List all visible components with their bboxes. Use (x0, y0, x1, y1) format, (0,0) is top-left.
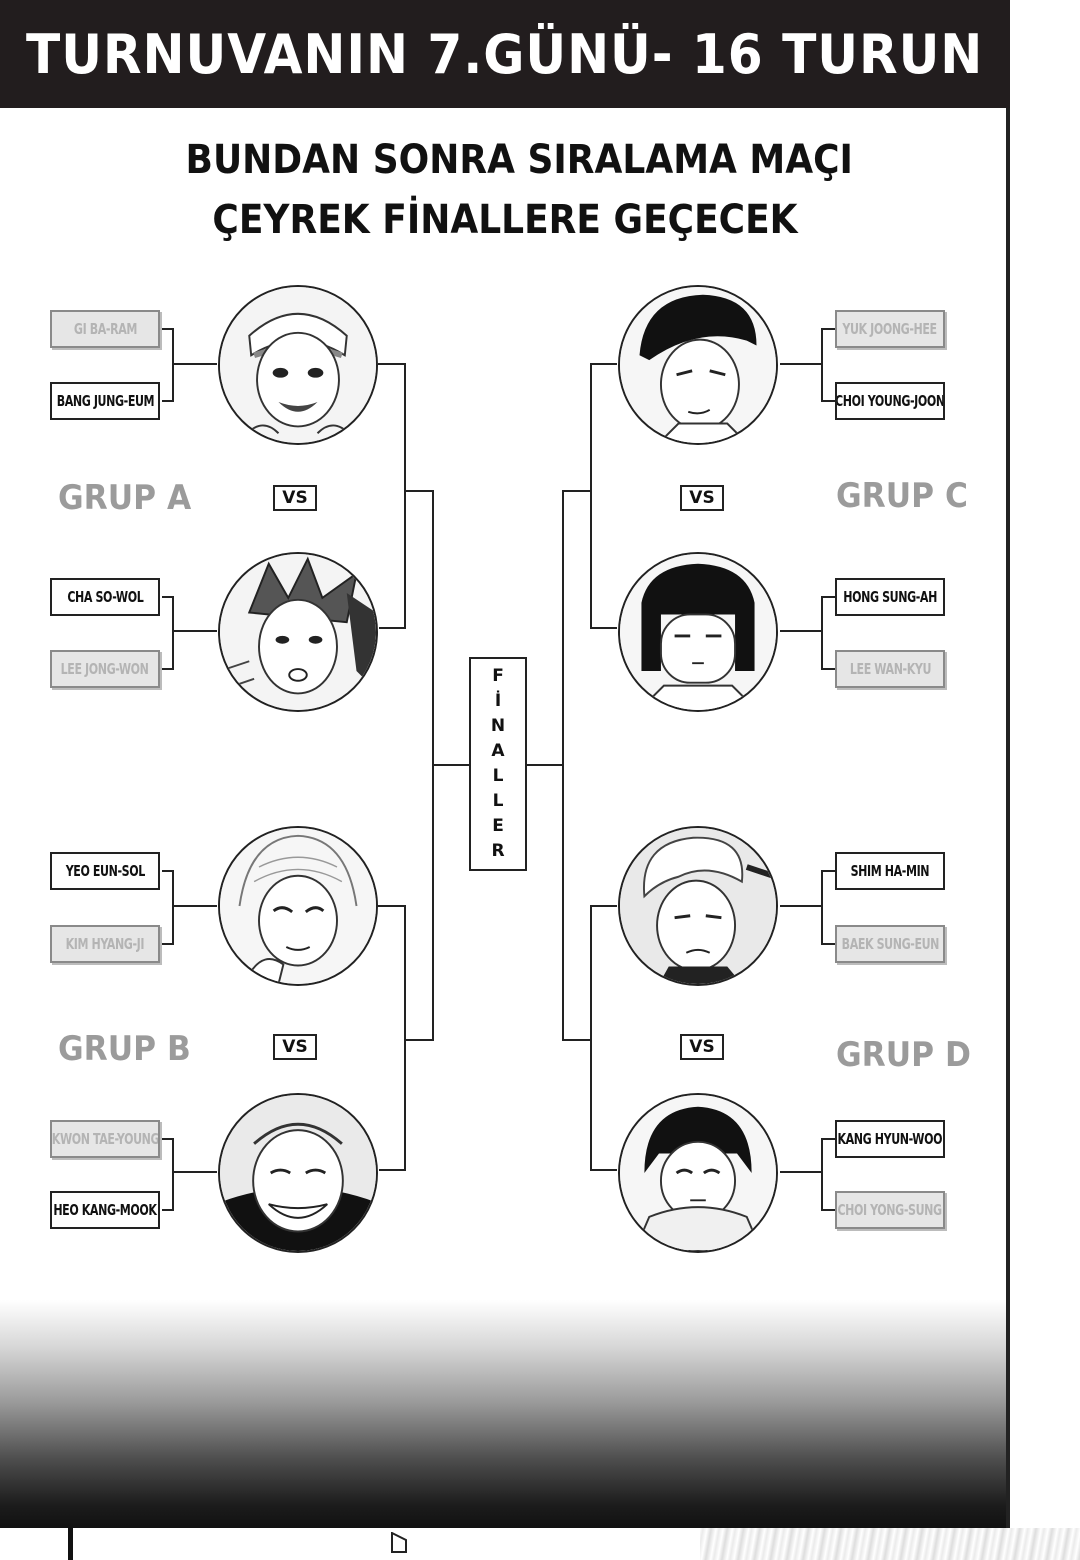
character-face-icon (220, 287, 376, 443)
strip-divider (68, 1528, 73, 1560)
strip-texture (700, 1528, 1080, 1560)
vs-badge-d: VS (680, 1034, 724, 1060)
subtitle-line-2: ÇEYREK FİNALLERE GEÇECEK (212, 197, 798, 243)
page-edge (1006, 108, 1010, 1528)
player-choi-yong-sung: CHOI YONG-SUNG (835, 1191, 945, 1229)
character-face-icon (620, 828, 776, 984)
character-face-icon (620, 287, 776, 443)
bottom-gradient (0, 1300, 1010, 1528)
player-lee-jong-won: LEE JONG-WON (50, 650, 160, 688)
portrait-group-b-top (218, 826, 378, 986)
player-heo-kang-mook: HEO KANG-MOOK (50, 1191, 160, 1229)
portrait-group-b-bottom (218, 1093, 378, 1253)
character-face-icon (220, 1095, 376, 1251)
player-yeo-eun-sol: YEO EUN-SOL (50, 852, 160, 890)
character-face-icon (220, 828, 376, 984)
header-bar: TURNUVANIN 7.GÜNÜ- 16 TURUN (0, 0, 1010, 108)
portrait-group-d-bottom (618, 1093, 778, 1253)
group-a-label: GRUP A (58, 478, 192, 518)
finals-letter: F (492, 666, 504, 686)
finals-letter: R (491, 841, 505, 861)
vs-badge-b: VS (273, 1034, 317, 1060)
finals-box: F İ N A L L E R (469, 657, 527, 871)
player-kwon-tae-young: KWON TAE-YOUNG (50, 1120, 160, 1158)
character-face-icon (620, 1095, 776, 1251)
subtitle-line-1: BUNDAN SONRA SIRALAMA MAÇI (185, 137, 853, 183)
portrait-group-a-top (218, 285, 378, 445)
group-d-label: GRUP D (836, 1035, 971, 1075)
player-kim-hyang-ji: KIM HYANG-JI (50, 925, 160, 963)
finals-letter: E (492, 816, 504, 836)
player-kang-hyun-woo: KANG HYUN-WOO (835, 1120, 945, 1158)
player-hong-sung-ah: HONG SUNG-AH (835, 578, 945, 616)
finals-letter: N (490, 716, 506, 736)
player-gi-ba-ram: GI BA-RAM (50, 310, 160, 348)
page-margin (1010, 0, 1080, 1560)
player-baek-sung-eun: BAEK SUNG-EUN (835, 925, 945, 963)
character-face-icon (220, 554, 376, 710)
player-bang-jung-eum: BANG JUNG-EUM (50, 382, 160, 420)
player-choi-young-joon: CHOI YOUNG-JOON (835, 382, 945, 420)
group-b-label: GRUP B (58, 1029, 191, 1069)
player-lee-wan-kyu: LEE WAN-KYU (835, 650, 945, 688)
group-c-label: GRUP C (836, 476, 968, 516)
portrait-group-c-bottom (618, 552, 778, 712)
bracket-lines (162, 328, 835, 1211)
vs-badge-a: VS (273, 485, 317, 511)
portrait-group-d-top (618, 826, 778, 986)
finals-letter: A (491, 741, 505, 761)
character-face-icon (620, 554, 776, 710)
page-title: TURNUVANIN 7.GÜNÜ- 16 TURUN (26, 22, 984, 86)
finals-letter: L (492, 791, 504, 811)
player-shim-ha-min: SHIM HA-MIN (835, 852, 945, 890)
flag-icon (391, 1532, 407, 1553)
player-yuk-joong-hee: YUK JOONG-HEE (835, 310, 945, 348)
player-cha-so-wol: CHA SO-WOL (50, 578, 160, 616)
subtitle: BUNDAN SONRA SIRALAMA MAÇI ÇEYREK FİNALL… (185, 130, 853, 250)
finals-letter: İ (494, 691, 502, 711)
portrait-group-c-top (618, 285, 778, 445)
finals-letter: L (492, 766, 504, 786)
portrait-group-a-bottom (218, 552, 378, 712)
vs-badge-c: VS (680, 485, 724, 511)
